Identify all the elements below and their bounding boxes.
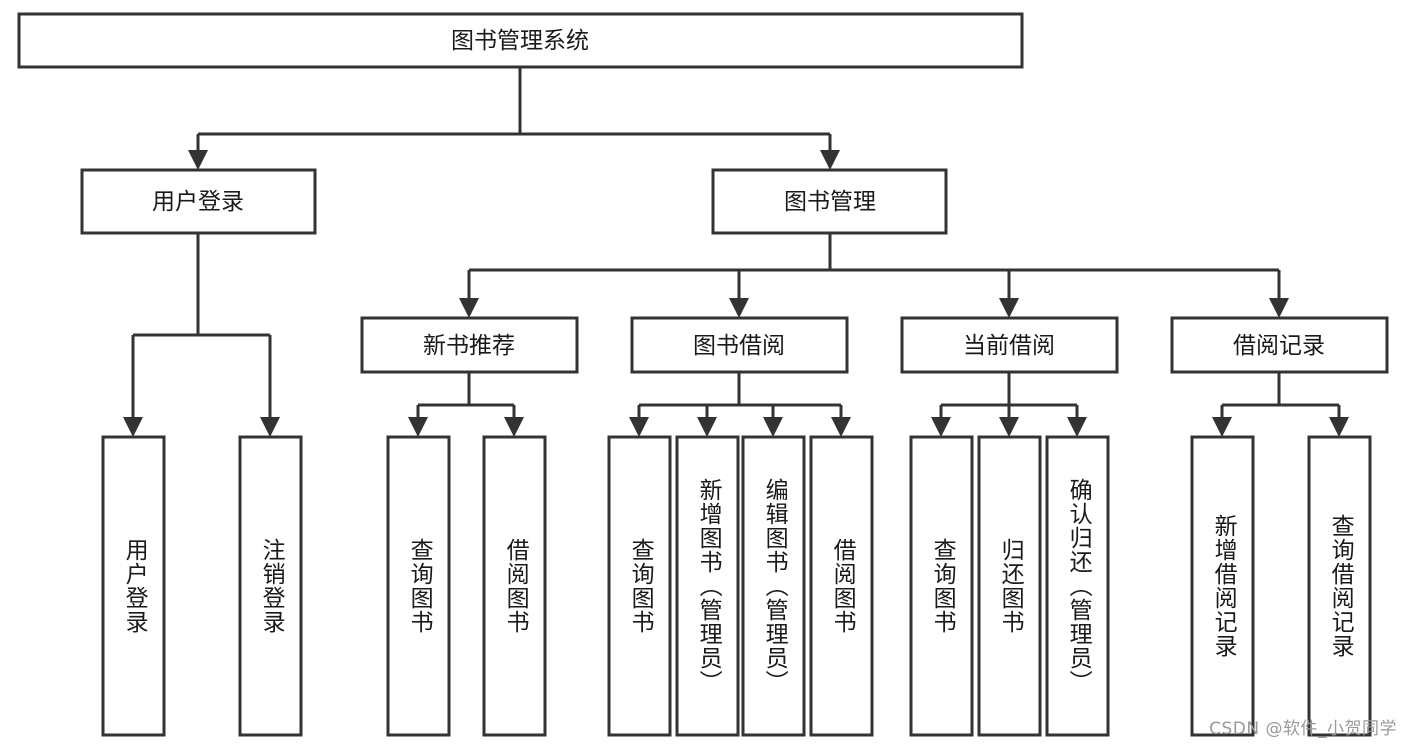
arrow-userlogin-child-1 [123, 417, 143, 437]
leaf-box-borrow-3[interactable] [741, 435, 806, 737]
node-new-book-recommend-box[interactable] [360, 316, 579, 374]
node-book-borrow-label: 图书借阅 [693, 333, 785, 359]
arrow-borrow-leaf-3 [763, 417, 783, 437]
arrow-userlogin-child-2 [260, 417, 280, 437]
leaf-box-current-3[interactable] [1045, 435, 1110, 737]
arrow-current-leaf-3 [1067, 417, 1087, 437]
node-current-borrow-box[interactable] [900, 316, 1119, 374]
arrow-borrow-leaf-4 [831, 417, 851, 437]
arrow-level3-2 [729, 298, 749, 318]
connector-layer [123, 67, 1349, 437]
node-user-login-label: 用户登录 [152, 189, 244, 215]
node-root-label: 图书管理系统 [451, 28, 589, 54]
arrow-to-book-manage [820, 150, 840, 170]
node-current-borrow-label: 当前借阅 [963, 333, 1055, 359]
arrow-level3-1 [459, 298, 479, 318]
node-user-login-box[interactable] [80, 168, 317, 235]
node-root-box[interactable] [17, 12, 1024, 69]
arrow-to-user-login [188, 150, 208, 170]
leaf-box-recommend-2[interactable] [482, 435, 547, 737]
leaf-box-user-login-2[interactable] [238, 435, 303, 737]
node-book-borrow-box[interactable] [630, 316, 849, 374]
node-borrow-record-label: 借阅记录 [1233, 333, 1325, 359]
arrow-record-leaf-1 [1212, 417, 1232, 437]
arrow-recommend-leaf-1 [408, 417, 428, 437]
node-book-manage-box[interactable] [711, 168, 948, 235]
leaf-box-current-2[interactable] [977, 435, 1042, 737]
arrow-current-leaf-1 [931, 417, 951, 437]
node-book-manage-label: 图书管理 [784, 189, 876, 215]
node-layer: 图书管理系统 用户登录 图书管理 新书推荐 图书借阅 当前借阅 借阅记录 [17, 12, 1389, 737]
arrow-level3-4 [1269, 298, 1289, 318]
leaf-box-borrow-1[interactable] [607, 435, 672, 737]
leaf-box-record-2[interactable] [1307, 435, 1372, 737]
arrow-record-leaf-2 [1329, 417, 1349, 437]
arrow-recommend-leaf-2 [504, 417, 524, 437]
leaf-box-borrow-4[interactable] [809, 435, 874, 737]
leaf-box-recommend-1[interactable] [386, 435, 451, 737]
leaf-box-current-1[interactable] [909, 435, 974, 737]
leaf-box-record-1[interactable] [1190, 435, 1255, 737]
arrow-borrow-leaf-2 [697, 417, 717, 437]
node-new-book-recommend-label: 新书推荐 [423, 333, 515, 359]
arrow-borrow-leaf-1 [629, 417, 649, 437]
leaf-box-borrow-2[interactable] [675, 435, 740, 737]
arrow-current-leaf-2 [999, 417, 1019, 437]
arrow-level3-3 [999, 298, 1019, 318]
node-borrow-record-box[interactable] [1170, 316, 1389, 374]
leaf-box-user-login-1[interactable] [101, 435, 166, 737]
csdn-watermark: CSDN @软件_小贺同学 [1209, 719, 1397, 739]
